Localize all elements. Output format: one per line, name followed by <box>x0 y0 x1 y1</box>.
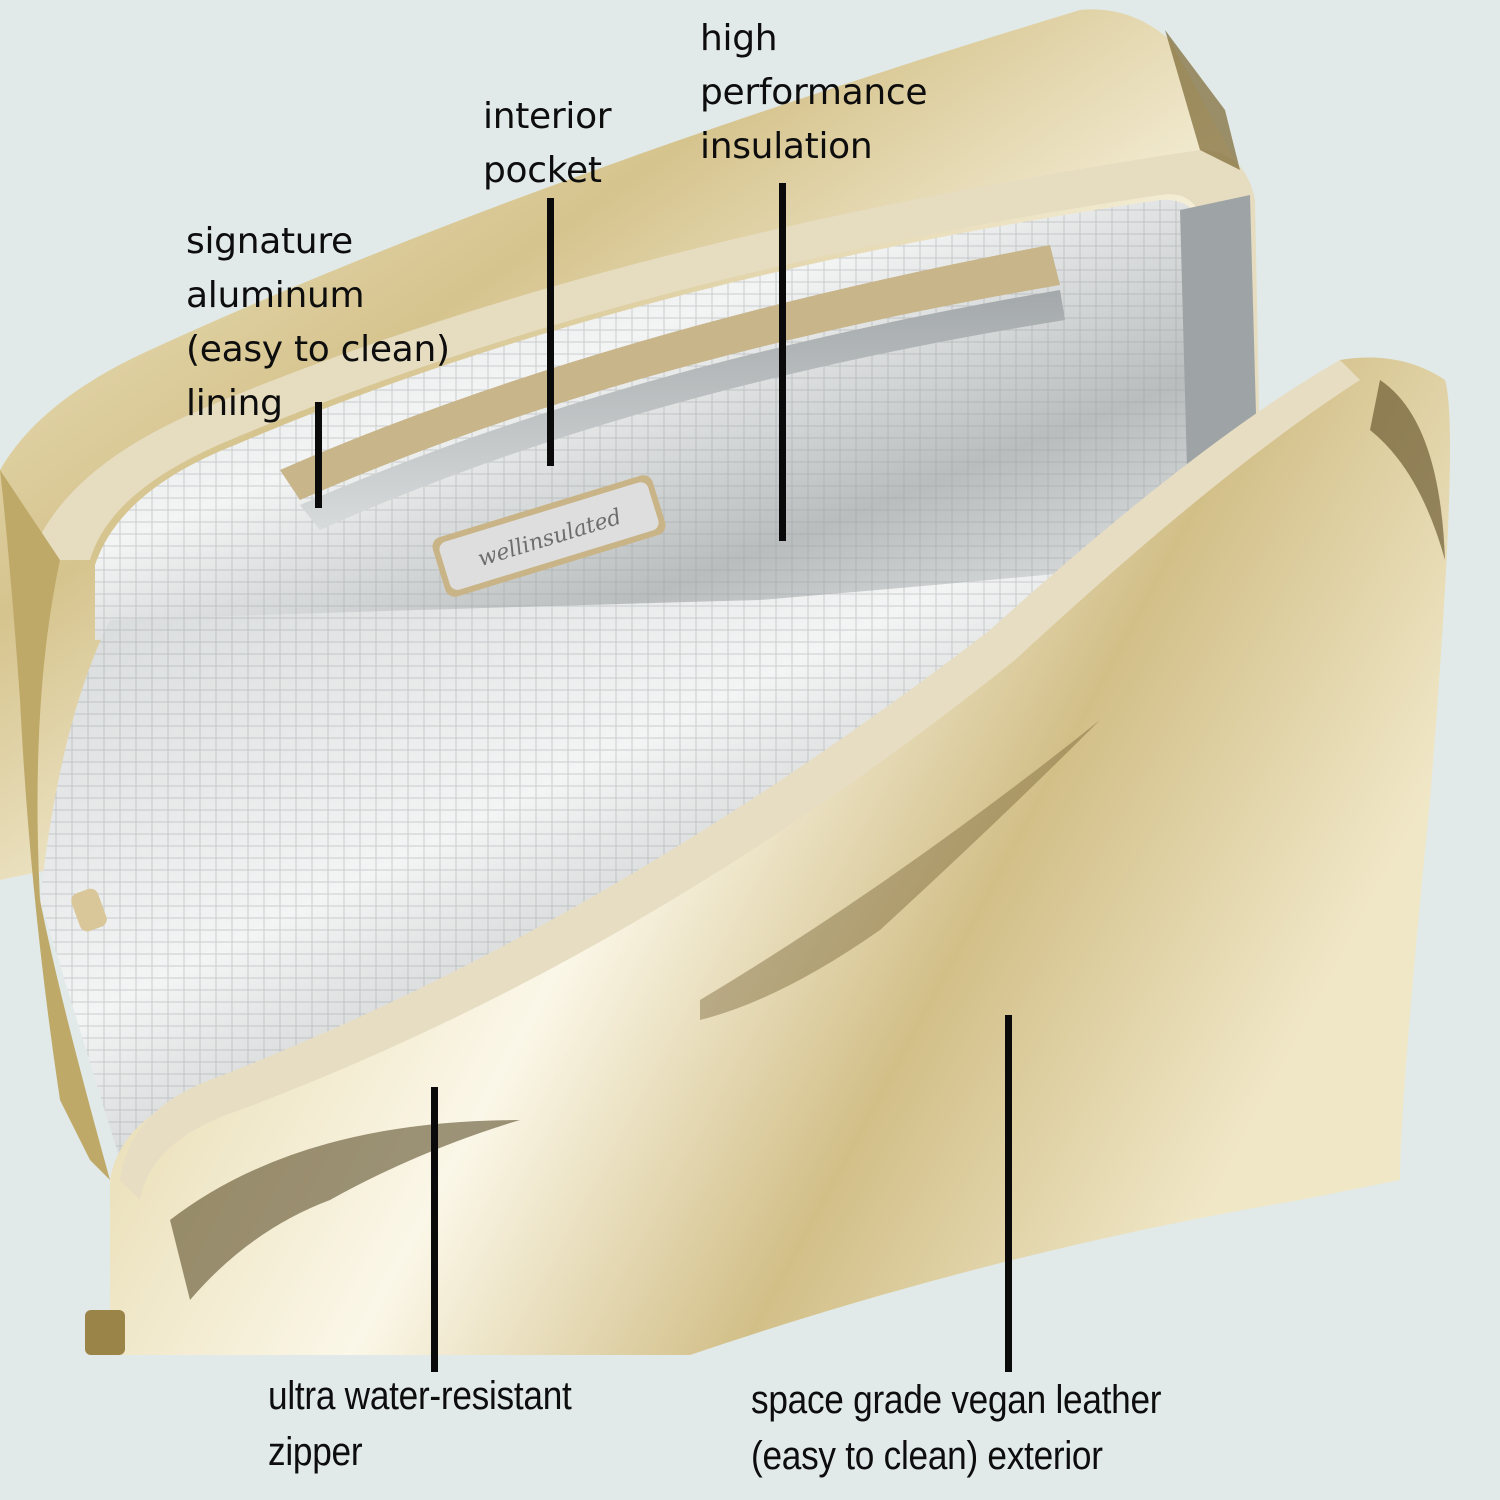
callout-ultra-water-resistant-zipper: ultra water-resistant zipper <box>268 1368 572 1480</box>
callout-line: lining <box>186 383 283 424</box>
callout-line: (easy to clean) exterior <box>751 1434 1103 1478</box>
callout-line: pocket <box>483 150 602 191</box>
callout-line: zipper <box>268 1430 363 1474</box>
callout-line: performance <box>700 72 928 113</box>
leader-line-zipper <box>431 1087 438 1372</box>
callout-high-performance-insulation: high performance insulation <box>700 12 928 174</box>
callout-line: signature <box>186 221 353 262</box>
callout-interior-pocket: interior pocket <box>483 90 612 198</box>
leader-line-signature-lining <box>315 402 322 508</box>
callout-line: high <box>700 18 778 59</box>
callout-line: space grade vegan leather <box>751 1378 1162 1422</box>
callout-line: interior <box>483 96 612 137</box>
leader-line-interior-pocket <box>547 198 554 466</box>
callout-line: insulation <box>700 126 873 167</box>
leader-line-insulation <box>779 183 786 541</box>
callout-line: ultra water-resistant <box>268 1374 572 1418</box>
callout-line: aluminum <box>186 275 365 316</box>
leader-line-vegan-leather <box>1005 1015 1012 1372</box>
callout-signature-aluminum-lining: signature aluminum (easy to clean) linin… <box>186 215 450 431</box>
callout-line: (easy to clean) <box>186 329 450 370</box>
callout-space-grade-vegan-leather-exterior: space grade vegan leather (easy to clean… <box>751 1372 1162 1484</box>
